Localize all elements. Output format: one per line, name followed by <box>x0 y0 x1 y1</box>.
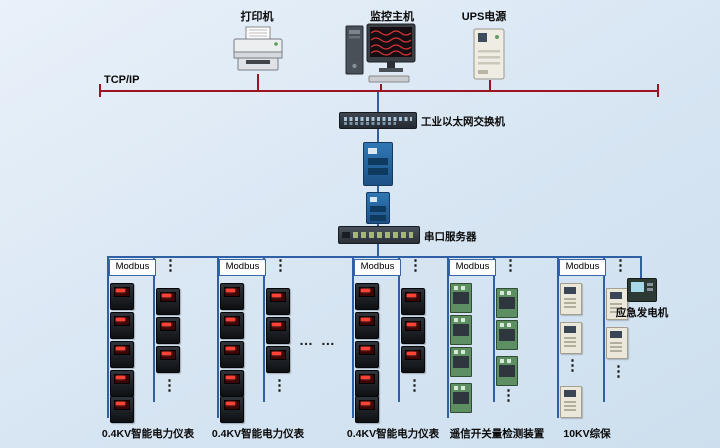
branch1-sub-line <box>153 256 155 402</box>
branch5-ellipsis-top: ⋮ <box>613 257 628 274</box>
ups-label: UPS电源 <box>461 11 507 23</box>
power-meter-icon <box>110 396 134 423</box>
power-meter-icon <box>355 312 379 339</box>
power-meter-icon <box>266 288 290 315</box>
branch1-ellipsis-bottom: ⋮ <box>162 377 177 394</box>
signal-module-icon <box>450 283 472 313</box>
generator-label: 应急发电机 <box>615 307 669 319</box>
branch2-bus-line <box>217 256 219 418</box>
branch3-label: 0.4KV智能电力仪表 <box>346 428 440 440</box>
branch4-ellipsis-top: ⋮ <box>503 257 518 274</box>
fiber-converter-icon <box>363 142 393 186</box>
ethernet-switch-icon <box>339 112 417 129</box>
media-module-icon <box>366 192 390 224</box>
tcpip-bus-left-cap <box>99 84 101 97</box>
branch2-ellipsis-top: ⋮ <box>273 257 288 274</box>
protection-device-icon <box>560 322 582 354</box>
power-meter-icon <box>220 370 244 397</box>
protection-device-icon <box>560 283 582 315</box>
branch5-ellipsis-left: ⋮ <box>565 357 580 374</box>
branch3-modbus-label: Modbus <box>354 259 401 276</box>
branch5-sub-line <box>603 256 605 402</box>
distribution-line <box>107 256 642 258</box>
power-meter-icon <box>110 370 134 397</box>
fiber-to-module-line <box>377 184 379 192</box>
power-meter-icon <box>156 288 180 315</box>
branch5-label: 10KV综保 <box>563 428 611 440</box>
monitor-host-drop-line <box>380 84 382 90</box>
ups-icon <box>470 28 508 85</box>
generator-drop-line <box>640 256 642 278</box>
tcpip-bus-line <box>100 90 658 92</box>
tcpip-label: TCP/IP <box>104 74 140 86</box>
signal-module-icon <box>496 320 518 350</box>
branch1-ellipsis-top: ⋮ <box>163 257 178 274</box>
power-meter-icon <box>110 341 134 368</box>
printer-drop-line <box>257 74 259 90</box>
branch1-label: 0.4KV智能电力仪表 <box>101 428 195 440</box>
power-meter-icon <box>355 396 379 423</box>
branch2-sub-line <box>263 256 265 402</box>
horizontal-ellipsis: … … <box>299 332 337 348</box>
branch4-modbus-label: Modbus <box>449 259 496 276</box>
power-meter-icon <box>355 370 379 397</box>
signal-module-icon <box>450 383 472 413</box>
printer-icon <box>229 26 287 79</box>
branch3-ellipsis-top: ⋮ <box>408 257 423 274</box>
branch5-modbus-label: Modbus <box>559 259 606 276</box>
ups-drop-line <box>489 80 491 90</box>
power-meter-icon <box>220 396 244 423</box>
protection-device-icon <box>560 386 582 418</box>
branch2-ellipsis-bottom: ⋮ <box>272 377 287 394</box>
branch5-bus-line <box>557 256 559 418</box>
power-meter-icon <box>401 288 425 315</box>
branch3-ellipsis-bottom: ⋮ <box>407 377 422 394</box>
branch4-sub-line <box>493 256 495 402</box>
branch1-modbus-label: Modbus <box>109 259 156 276</box>
bus-to-switch-line <box>377 92 379 112</box>
power-meter-icon <box>401 317 425 344</box>
protection-device-icon <box>606 327 628 359</box>
tcpip-bus-right-cap <box>657 84 659 97</box>
power-meter-icon <box>220 283 244 310</box>
power-meter-icon <box>355 341 379 368</box>
serial-server-icon <box>338 226 420 244</box>
branch4-label: 遥信开关量检测装置 <box>449 428 545 440</box>
monitor-host-label: 监控主机 <box>370 11 414 23</box>
power-meter-icon <box>156 346 180 373</box>
module-to-serial-line <box>377 222 379 226</box>
branch5-ellipsis-right: ⋮ <box>611 363 626 380</box>
generator-controller-icon <box>627 278 657 302</box>
branch4-bus-line <box>447 256 449 418</box>
printer-label: 打印机 <box>240 11 274 23</box>
signal-module-icon <box>450 347 472 377</box>
power-meter-icon <box>220 312 244 339</box>
power-meter-icon <box>266 346 290 373</box>
protection-device-icon <box>606 288 628 320</box>
serial-to-distribution-line <box>377 242 379 256</box>
power-meter-icon <box>401 346 425 373</box>
switch-to-fiber-line <box>377 127 379 142</box>
power-meter-icon <box>110 283 134 310</box>
power-meter-icon <box>156 317 180 344</box>
signal-module-icon <box>496 288 518 318</box>
branch1-bus-line <box>107 256 109 418</box>
ethernet-switch-label: 工业以太网交换机 <box>421 116 505 128</box>
branch2-modbus-label: Modbus <box>219 259 266 276</box>
branch4-ellipsis-bottom: ⋮ <box>501 387 516 404</box>
branch2-label: 0.4KV智能电力仪表 <box>211 428 305 440</box>
power-meter-icon <box>355 283 379 310</box>
branch3-sub-line <box>398 256 400 402</box>
monitor-host-icon <box>345 22 417 89</box>
signal-module-icon <box>496 356 518 386</box>
power-meter-icon <box>266 317 290 344</box>
power-meter-icon <box>110 312 134 339</box>
power-meter-icon <box>220 341 244 368</box>
serial-server-label: 串口服务器 <box>424 231 477 243</box>
signal-module-icon <box>450 315 472 345</box>
branch3-bus-line <box>352 256 354 418</box>
